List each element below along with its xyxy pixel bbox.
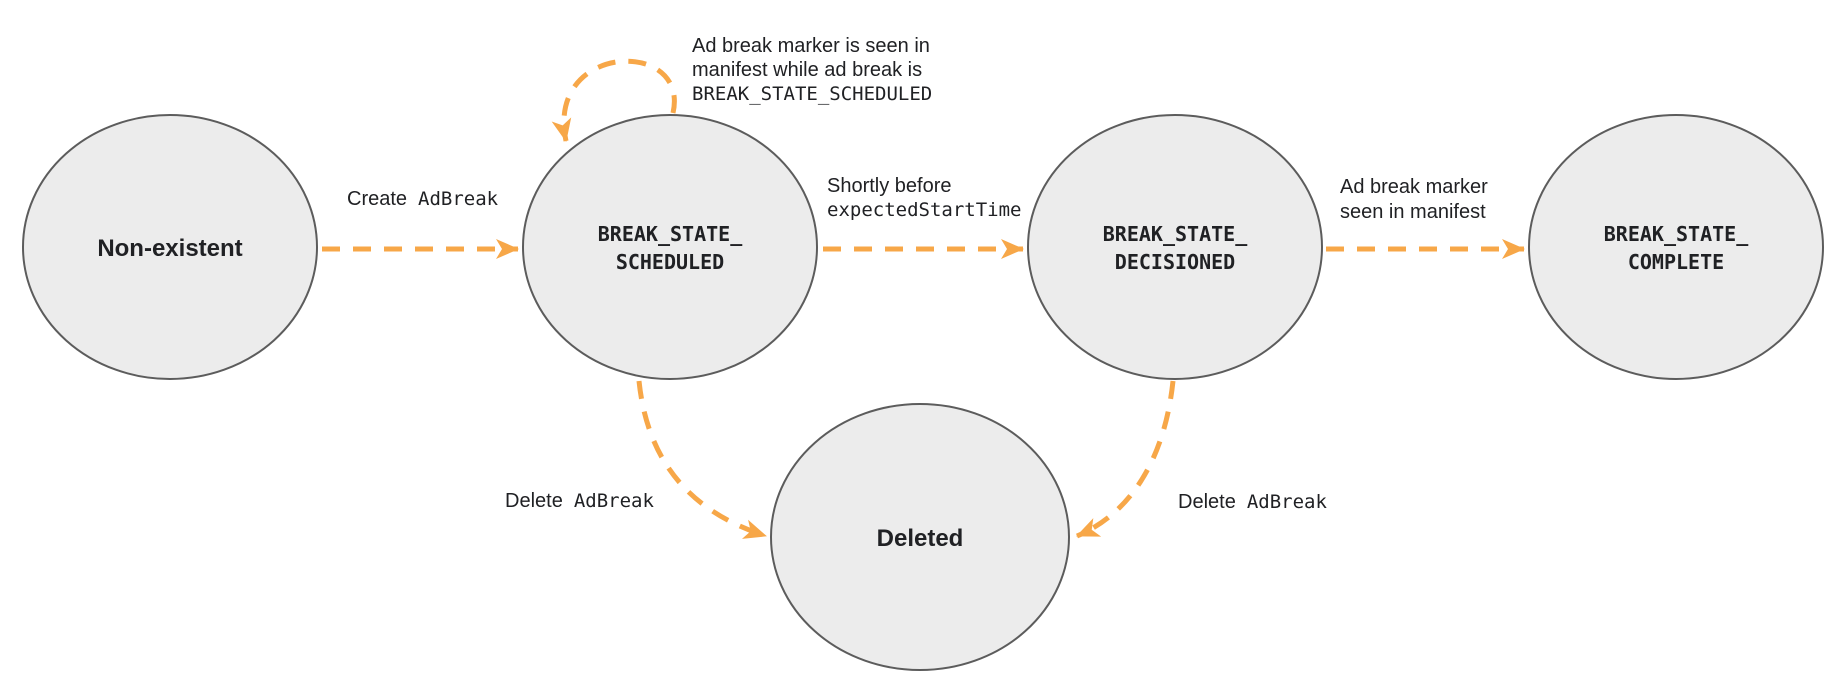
state-complete-label-line2: COMPLETE xyxy=(1628,250,1724,274)
state-break-state-complete xyxy=(1528,114,1824,380)
edge-label-self-loop-line1: Ad break marker is seen in xyxy=(692,35,930,57)
edge-label-delete-left: Delete AdBreak xyxy=(505,490,654,512)
state-decisioned-label-line2: DECISIONED xyxy=(1115,250,1235,274)
state-complete-label-line1: BREAK_STATE_ xyxy=(1604,222,1749,246)
edge-label-marker-seen-line1: Ad break marker xyxy=(1340,176,1488,198)
edge-label-create-adbreak: Create AdBreak xyxy=(347,188,499,210)
state-decisioned-label-line1: BREAK_STATE_ xyxy=(1103,222,1248,246)
state-scheduled-label-line1: BREAK_STATE_ xyxy=(598,222,743,246)
edge-self-loop-scheduled xyxy=(551,58,677,142)
state-deleted xyxy=(770,403,1070,671)
state-non-existent-label: Non-existent xyxy=(97,235,242,262)
edge-label-shortly-before-code: expectedStartTime xyxy=(827,199,1021,221)
state-break-state-scheduled xyxy=(522,114,818,380)
edge-delete-from-decisioned xyxy=(1076,380,1176,539)
state-break-state-decisioned xyxy=(1027,114,1323,380)
edge-label-self-loop-code: BREAK_STATE_SCHEDULED xyxy=(692,83,932,105)
edge-label-delete-right: Delete AdBreak xyxy=(1178,491,1327,513)
state-deleted-label: Deleted xyxy=(877,525,964,552)
state-non-existent xyxy=(22,114,318,380)
edge-delete-from-scheduled xyxy=(636,380,767,539)
state-scheduled-label-line2: SCHEDULED xyxy=(616,250,724,274)
edge-label-marker-seen-line2: seen in manifest xyxy=(1340,201,1486,223)
edge-label-shortly-before-text: Shortly before xyxy=(827,175,952,197)
edge-label-self-loop-line2: manifest while ad break is xyxy=(692,59,922,81)
